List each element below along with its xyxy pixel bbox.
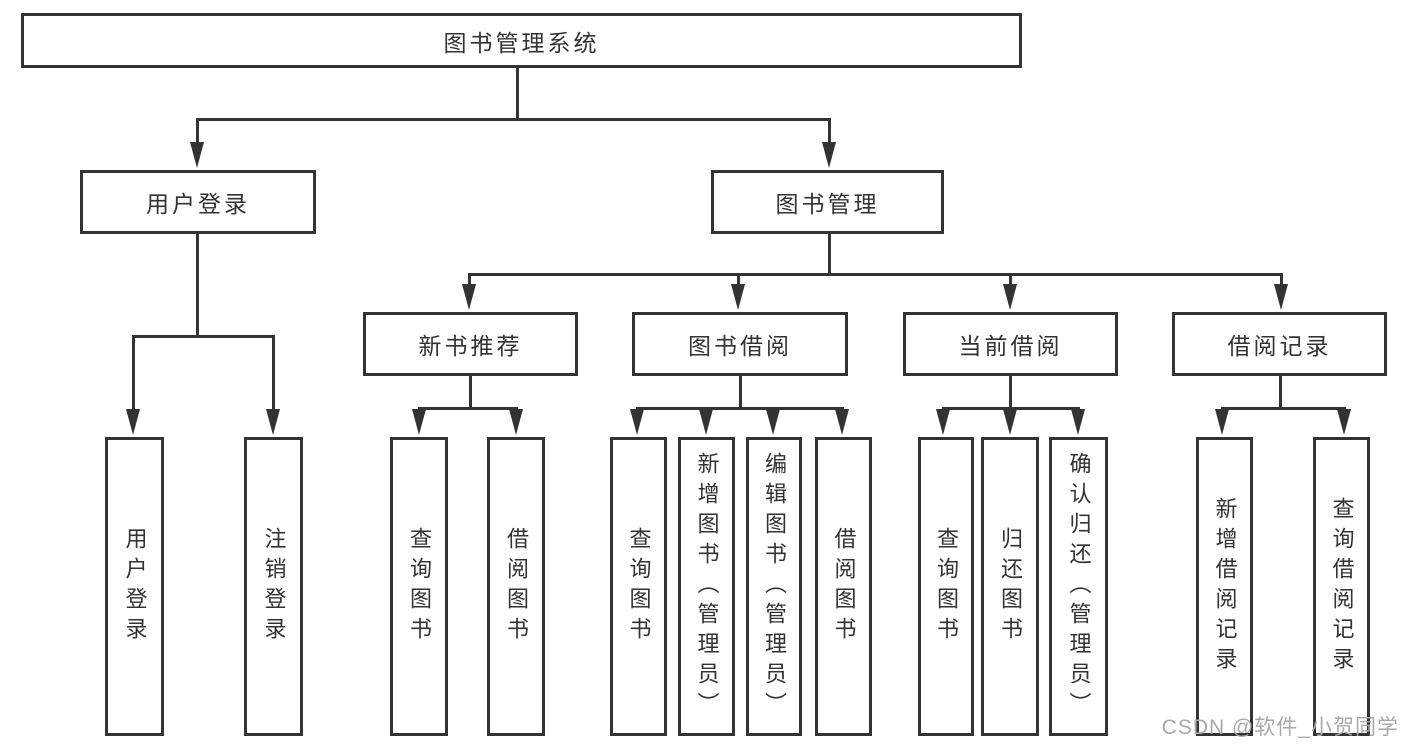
connector-line bbox=[516, 68, 519, 118]
arrow-down-icon bbox=[1003, 284, 1017, 310]
connector-line bbox=[828, 234, 831, 273]
connector-line bbox=[1009, 273, 1012, 287]
arrow-down-icon bbox=[1274, 284, 1288, 310]
connector-line bbox=[739, 376, 742, 408]
connector-line bbox=[196, 118, 199, 143]
arrow-down-icon bbox=[126, 409, 140, 435]
connector-line bbox=[828, 118, 831, 143]
leaf-return-book: 归还图书 bbox=[981, 437, 1039, 736]
node-new-book-recommend: 新书推荐 bbox=[363, 312, 578, 376]
connector-line bbox=[132, 335, 275, 338]
connector-line bbox=[1280, 273, 1283, 287]
leaf-user-login: 用户登录 bbox=[105, 437, 164, 736]
leaf-add-borrow-record: 新增借阅记录 bbox=[1196, 437, 1253, 736]
csdn-watermark: CSDN @软件_小贺同学 bbox=[1161, 716, 1399, 739]
arrow-down-icon bbox=[190, 142, 204, 168]
node-user-login: 用户登录 bbox=[80, 170, 316, 234]
connector-line bbox=[272, 335, 275, 411]
connector-line bbox=[1279, 376, 1282, 408]
arrow-down-icon bbox=[630, 409, 644, 435]
connector-line bbox=[468, 273, 1282, 276]
arrow-down-icon bbox=[699, 409, 713, 435]
leaf-borrow-books-borrowing: 借阅图书 bbox=[815, 437, 872, 736]
connector-line bbox=[196, 234, 199, 335]
connector-line bbox=[737, 273, 740, 287]
arrow-down-icon bbox=[1003, 409, 1017, 435]
node-library-management-system: 图书管理系统 bbox=[21, 13, 1022, 68]
arrow-down-icon bbox=[412, 409, 426, 435]
connector-line bbox=[1221, 407, 1346, 410]
connector-line bbox=[469, 376, 472, 408]
connector-line bbox=[418, 407, 518, 410]
arrow-down-icon bbox=[266, 409, 280, 435]
leaf-query-books-borrowing: 查询图书 bbox=[610, 437, 667, 736]
arrow-down-icon bbox=[462, 284, 476, 310]
connector-line bbox=[468, 273, 471, 287]
arrow-down-icon bbox=[1215, 409, 1229, 435]
arrow-down-icon bbox=[835, 409, 849, 435]
arrow-down-icon bbox=[1071, 409, 1085, 435]
arrow-down-icon bbox=[936, 409, 950, 435]
connector-line bbox=[942, 407, 1080, 410]
node-borrowing-records: 借阅记录 bbox=[1172, 312, 1387, 376]
leaf-borrow-books-recommend: 借阅图书 bbox=[487, 437, 545, 736]
leaf-query-books-recommend: 查询图书 bbox=[390, 437, 448, 736]
connector-line bbox=[132, 335, 135, 411]
node-book-management: 图书管理 bbox=[711, 170, 944, 234]
connector-line bbox=[1009, 376, 1012, 408]
arrow-down-icon bbox=[509, 409, 523, 435]
arrow-down-icon bbox=[766, 409, 780, 435]
leaf-query-borrow-record: 查询借阅记录 bbox=[1313, 437, 1370, 736]
leaf-query-books-current: 查询图书 bbox=[918, 437, 974, 736]
connector-line bbox=[636, 407, 844, 410]
leaf-edit-book-admin: 编辑图书（管理员） bbox=[746, 437, 802, 736]
leaf-confirm-return-admin: 确认归还（管理员） bbox=[1049, 437, 1108, 736]
arrow-down-icon bbox=[731, 284, 745, 310]
arrow-down-icon bbox=[1337, 409, 1351, 435]
connector-line bbox=[196, 118, 831, 121]
arrow-down-icon bbox=[822, 142, 836, 168]
node-book-borrowing: 图书借阅 bbox=[632, 312, 848, 376]
leaf-logout: 注销登录 bbox=[244, 437, 303, 736]
node-current-borrowing: 当前借阅 bbox=[903, 312, 1118, 376]
leaf-add-book-admin: 新增图书（管理员） bbox=[678, 437, 735, 736]
